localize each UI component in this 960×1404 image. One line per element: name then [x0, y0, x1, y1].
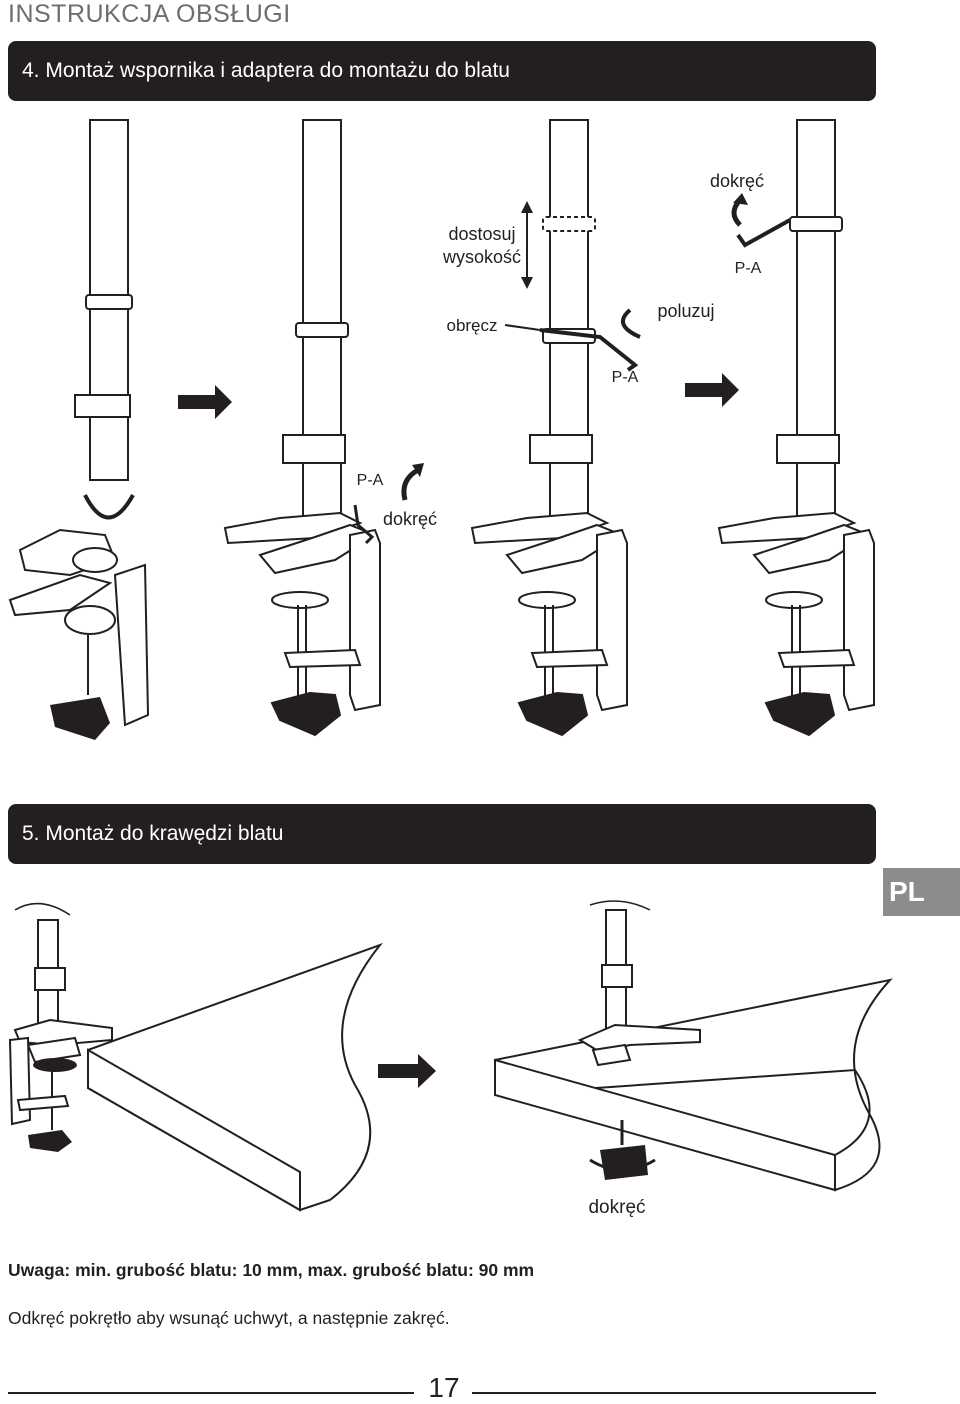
tighten-bottom-label: dokręć	[383, 509, 437, 529]
adjust-height-label-1: dostosuj	[448, 224, 515, 244]
language-tab: PL	[883, 868, 960, 916]
pa-label-middle: P-A	[612, 369, 639, 386]
loosen-label: poluzuj	[657, 301, 714, 321]
section-5-illustration: dokręć	[8, 900, 893, 1218]
thickness-warning: Uwaga: min. grubość blatu: 10 mm, max. g…	[8, 1260, 535, 1280]
section-4-title: 4. Montaż wspornika i adaptera do montaż…	[8, 41, 876, 101]
section-5-title: 5. Montaż do krawędzi blatu	[8, 804, 876, 864]
pa-label-bottom: P-A	[357, 472, 384, 489]
desk-left	[87, 942, 383, 1212]
page-header-title: INSTRUKCJA OBSŁUGI	[8, 0, 291, 28]
tighten-top-label: dokręć	[710, 171, 764, 191]
instruction-text: Odkręć pokrętło aby wsunąć uchwyt, a nas…	[8, 1308, 450, 1328]
arrow-right-icon	[178, 385, 232, 419]
arrow-right-icon	[685, 373, 739, 407]
collar-label: obręcz	[446, 316, 497, 335]
adjust-height-label-2: wysokość	[442, 247, 521, 267]
pa-label-top: P-A	[735, 260, 762, 277]
page-number: 17	[428, 1372, 460, 1403]
footer-divider-left	[8, 1392, 414, 1394]
pole-assembly-4	[718, 119, 875, 736]
tighten-label: dokręć	[588, 1197, 645, 1218]
section-4-illustration: dostosuj wysokość obręcz poluzuj dokręć …	[8, 119, 875, 740]
desk-right	[494, 978, 893, 1192]
mount-before	[8, 902, 113, 1152]
pole-assembly-3	[471, 119, 641, 736]
pole-assembly-2	[224, 119, 381, 736]
arrow-right-icon	[378, 1054, 436, 1088]
mount-after	[577, 900, 701, 1180]
pole-assembly-1	[8, 119, 150, 740]
footer-divider-right	[472, 1392, 876, 1394]
